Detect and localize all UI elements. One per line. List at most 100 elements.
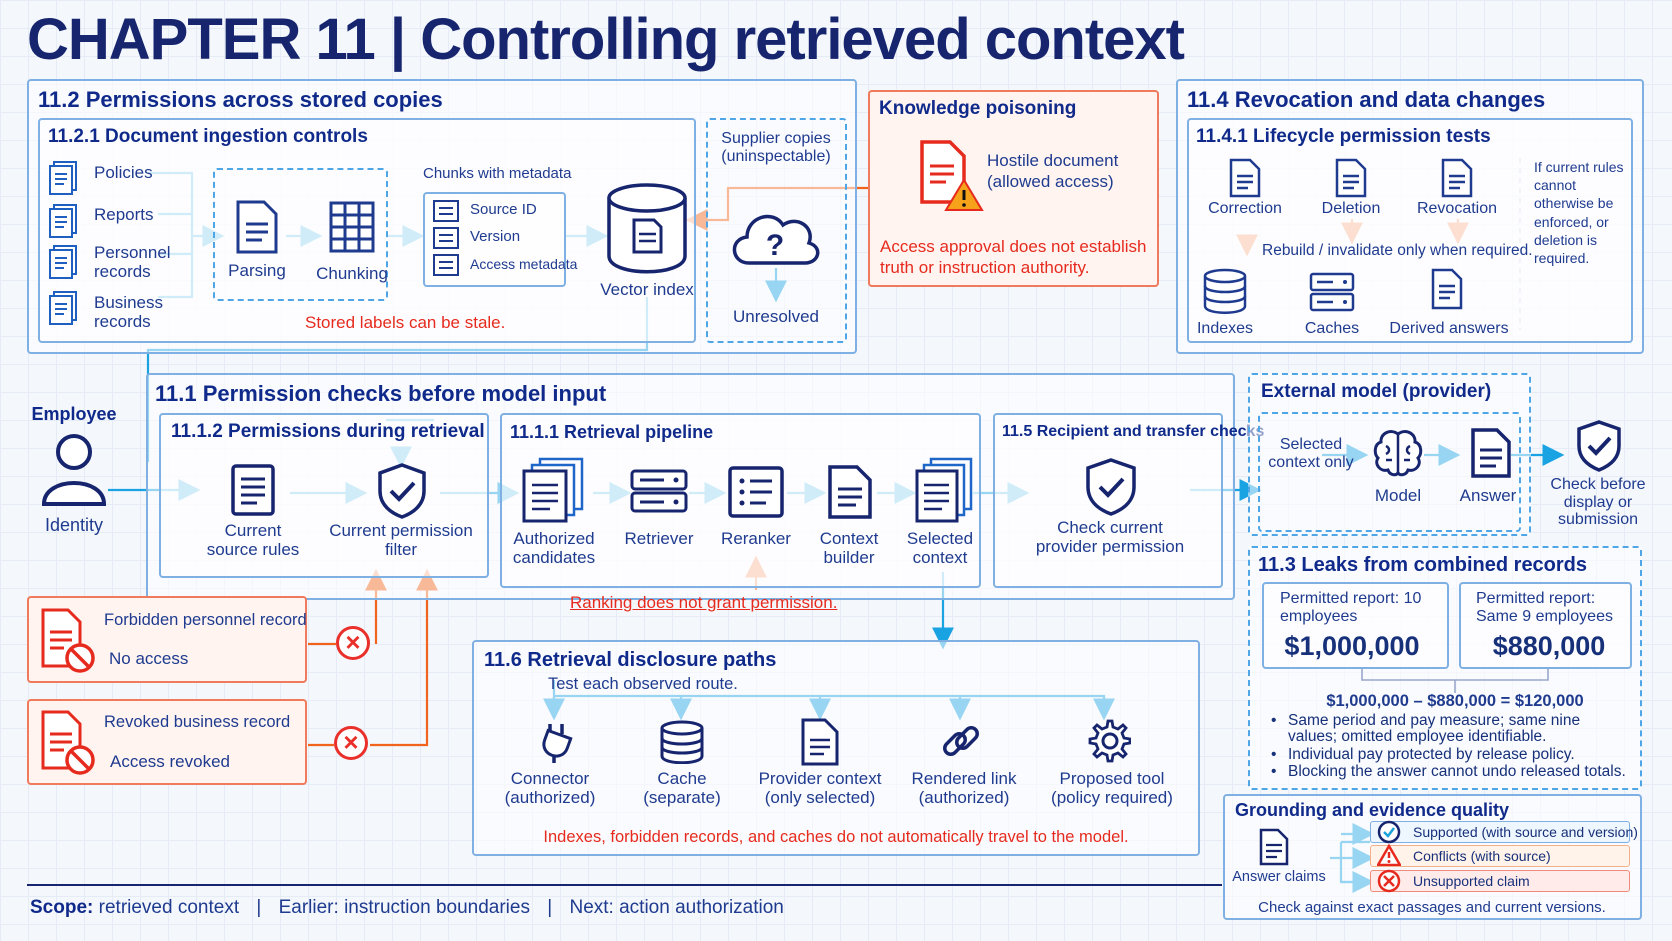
section-11-4-title: 11.4 Revocation and data changes [1187, 87, 1546, 112]
document-icon [827, 465, 873, 519]
gear-icon [1085, 718, 1131, 764]
revoked-record-sub: Access revoked [110, 752, 230, 771]
person-icon [40, 432, 108, 506]
document-icon [48, 244, 80, 280]
section-11-2-1-title: 11.2.1 Document ingestion controls [48, 126, 368, 147]
knowledge-poisoning-box [868, 90, 1159, 287]
parsing-label: Parsing [228, 261, 286, 280]
list-icon [433, 200, 459, 222]
grounding-note: Check against exact passages and current… [1258, 899, 1606, 916]
document-icon [1470, 428, 1512, 478]
bullet-marker: • [1271, 746, 1277, 763]
current-source-rules: Current source rules [206, 521, 300, 559]
database-icon [660, 720, 704, 764]
document-icon [48, 160, 80, 196]
blocked-x-icon: × [336, 626, 370, 660]
chip-conflicts-label: Conflicts (with source) [1413, 848, 1551, 864]
external-model-title: External model (provider) [1261, 381, 1492, 402]
grounding-title: Grounding and evidence quality [1235, 800, 1510, 820]
section-11-1-2 [159, 413, 489, 578]
chip-supported: Supported (with source and version) [1370, 821, 1638, 843]
section-11-1-1-title: 11.1.1 Retrieval pipeline [510, 422, 714, 442]
brain-icon [1372, 428, 1424, 478]
chip-supported-label: Supported (with source and version) [1413, 824, 1638, 840]
document-icon [1430, 268, 1464, 310]
source-policies: Policies [94, 163, 153, 182]
source-business: Business records [94, 293, 163, 331]
document-icon [1334, 158, 1368, 198]
chunks-title: Chunks with metadata [423, 165, 572, 182]
check-circle-icon [1377, 820, 1401, 844]
document-icon [48, 290, 80, 326]
leak-bullet-2: Individual pay protected by release poli… [1288, 746, 1575, 763]
current-permission-filter: Current permission filter [329, 521, 473, 559]
document-icon [48, 203, 80, 239]
document-icon [1440, 158, 1474, 198]
section-11-2-title: 11.2 Permissions across stored copies [38, 87, 443, 112]
x-circle-icon [1377, 869, 1401, 893]
footer: Scope: retrieved context | Earlier: inst… [30, 897, 784, 919]
shield-check-icon [1576, 420, 1622, 472]
knowledge-poisoning-title: Knowledge poisoning [879, 98, 1077, 119]
documents-stack-icon [915, 457, 977, 523]
chunking-label: Chunking [316, 264, 388, 283]
stale-labels-note: Stored labels can be stale. [305, 313, 506, 332]
cloud-question-icon: ? [727, 203, 823, 267]
path-rendered-link: Rendered link (authorized) [911, 769, 1017, 807]
rebuild-note: Rebuild / invalidate only when required. [1262, 242, 1533, 259]
database-icon [1203, 268, 1247, 314]
rank-list-icon [728, 466, 784, 518]
vector-index-label: Vector index [600, 280, 694, 299]
rules-list-icon [230, 463, 276, 517]
grid-icon [328, 200, 376, 254]
section-11-4-1 [1187, 118, 1633, 343]
path-connector: Connector (authorized) [504, 769, 596, 807]
section-11-3-title: 11.3 Leaks from combined records [1258, 554, 1588, 576]
leak-bullet-3: Blocking the answer cannot undo released… [1288, 763, 1626, 780]
document-warning-icon [918, 140, 984, 212]
path-provider-context: Provider context (only selected) [758, 769, 882, 807]
ranking-note: Ranking does not grant permission. [570, 593, 838, 612]
access-approval-note: Access approval does not establish truth… [880, 237, 1147, 278]
forbidden-record-title: Forbidden personnel record [104, 611, 307, 629]
shield-check-icon [377, 463, 427, 519]
pipeline-selected-context: Selected context [906, 529, 974, 567]
chip-unsupported: Unsupported claim [1370, 870, 1630, 892]
section-11-6-sub: Test each observed route. [548, 675, 738, 693]
list-icon [433, 227, 459, 249]
event-correction: Correction [1208, 200, 1282, 217]
bullet-marker: • [1271, 763, 1277, 780]
chip-conflicts: Conflicts (with source) [1370, 845, 1630, 867]
footer-next: Next: action authorization [569, 897, 784, 918]
report-2-label: Permitted report: Same 9 employees [1476, 590, 1613, 625]
check-provider-permission: Check current provider permission [1035, 518, 1185, 556]
pipeline-authorized-candidates: Authorized candidates [512, 529, 596, 567]
shield-check-icon [1085, 458, 1137, 516]
report-1-box [1262, 582, 1449, 669]
unresolved-label: Unresolved [733, 307, 819, 326]
pipeline-reranker: Reranker [721, 529, 791, 548]
hostile-document-label: Hostile document (allowed access) [987, 151, 1119, 192]
event-revocation: Revocation [1416, 200, 1498, 217]
link-icon [940, 720, 982, 764]
document-blocked-icon [40, 710, 98, 776]
server-icon [630, 469, 688, 515]
source-personnel: Personnel records [94, 243, 171, 281]
report-2-value: $880,000 [1492, 631, 1606, 661]
document-blocked-icon [40, 608, 98, 674]
document-icon [234, 200, 280, 254]
document-icon [1228, 158, 1262, 198]
bullet-marker: • [1271, 712, 1277, 729]
section-11-4-1-title: 11.4.1 Lifecycle permission tests [1196, 126, 1491, 147]
section-11-1-title: 11.1 Permission checks before model inpu… [155, 381, 607, 406]
answer-label: Answer [1459, 486, 1517, 505]
parse-chunk-group [213, 168, 388, 301]
report-1-value: $1,000,000 [1284, 631, 1420, 661]
chunk-access-metadata: Access metadata [470, 256, 578, 272]
identity-label: Identity [44, 515, 104, 535]
footer-scope: retrieved context [98, 897, 240, 918]
store-caches: Caches [1304, 320, 1360, 337]
report-1-label: Permitted report: 10 employees [1280, 590, 1422, 625]
list-icon [433, 254, 459, 276]
database-icon [606, 182, 688, 274]
